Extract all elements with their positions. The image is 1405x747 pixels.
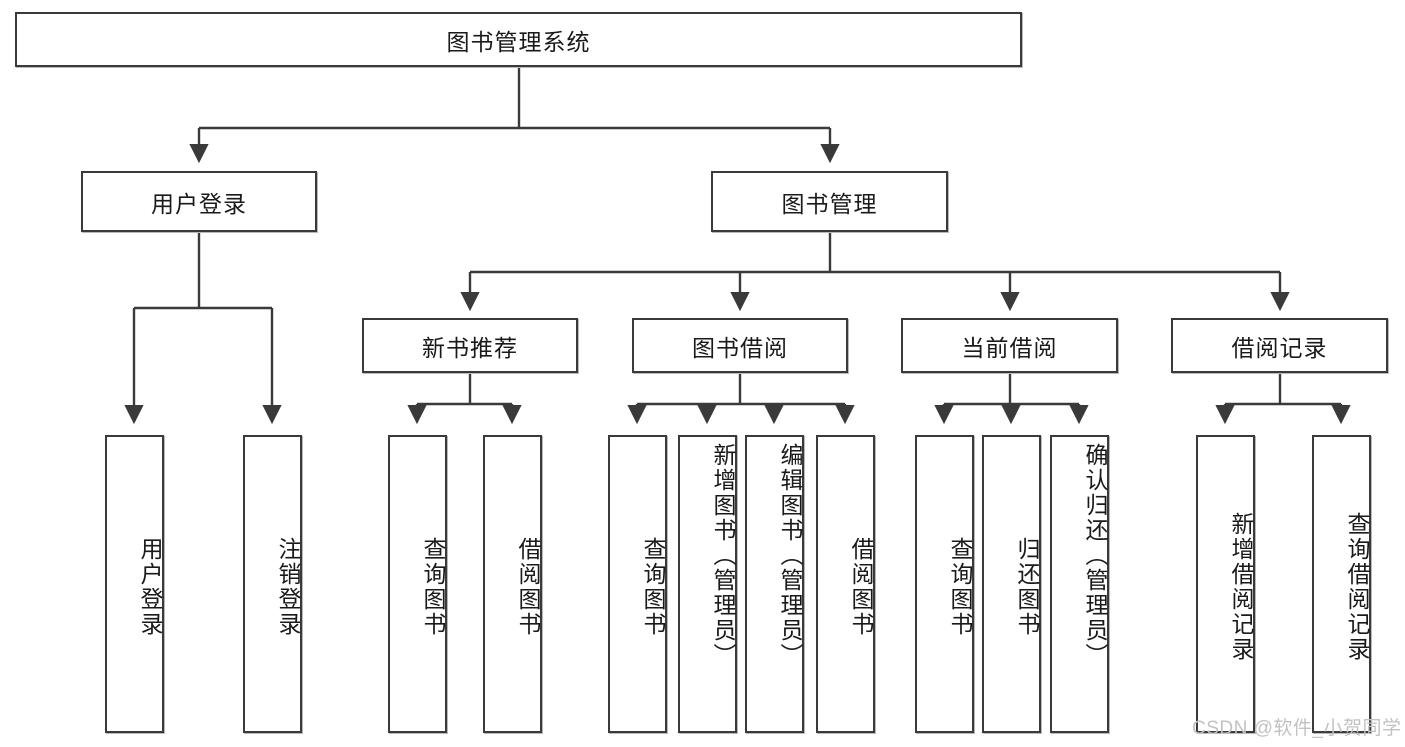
node-user-login-label: 用户登录 bbox=[151, 190, 247, 217]
node-leaf-borrow-book-1-label: 借阅图书 bbox=[515, 537, 541, 637]
node-new-book-recommend-label: 新书推荐 bbox=[422, 334, 518, 361]
node-leaf-query-record[interactable]: 查询借阅记录 bbox=[1312, 435, 1371, 733]
node-leaf-borrow-book-2-label: 借阅图书 bbox=[848, 537, 874, 637]
node-leaf-add-record[interactable]: 新增借阅记录 bbox=[1196, 435, 1255, 733]
node-leaf-query-book-1[interactable]: 查询图书 bbox=[388, 435, 447, 733]
node-book-borrow-label: 图书借阅 bbox=[692, 334, 788, 361]
node-leaf-query-book-2[interactable]: 查询图书 bbox=[608, 435, 667, 733]
node-leaf-add-book[interactable]: 新增图书（管理员） bbox=[678, 435, 737, 733]
node-new-book-recommend[interactable]: 新书推荐 bbox=[362, 318, 578, 373]
node-root-label: 图书管理系统 bbox=[446, 28, 591, 55]
node-leaf-return-book[interactable]: 归还图书 bbox=[982, 435, 1041, 733]
node-leaf-edit-book-label: 编辑图书（管理员） bbox=[777, 443, 803, 668]
node-leaf-user-login-label: 用户登录 bbox=[137, 537, 163, 637]
node-current-borrow[interactable]: 当前借阅 bbox=[901, 318, 1118, 373]
node-leaf-logout-login[interactable]: 注销登录 bbox=[243, 435, 302, 733]
node-leaf-query-book-1-label: 查询图书 bbox=[420, 537, 446, 637]
node-book-management[interactable]: 图书管理 bbox=[711, 171, 948, 232]
node-leaf-add-record-label: 新增借阅记录 bbox=[1228, 512, 1254, 662]
node-leaf-confirm-return[interactable]: 确认归还（管理员） bbox=[1050, 435, 1109, 733]
node-leaf-edit-book[interactable]: 编辑图书（管理员） bbox=[745, 435, 804, 733]
node-leaf-logout-login-label: 注销登录 bbox=[275, 537, 301, 637]
node-leaf-confirm-return-label: 确认归还（管理员） bbox=[1082, 443, 1108, 668]
node-leaf-query-book-3[interactable]: 查询图书 bbox=[915, 435, 974, 733]
node-leaf-query-record-label: 查询借阅记录 bbox=[1344, 512, 1370, 662]
node-leaf-user-login[interactable]: 用户登录 bbox=[105, 435, 164, 733]
node-book-management-label: 图书管理 bbox=[781, 190, 878, 217]
node-leaf-query-book-2-label: 查询图书 bbox=[640, 537, 666, 637]
node-leaf-return-book-label: 归还图书 bbox=[1014, 537, 1040, 637]
node-root[interactable]: 图书管理系统 bbox=[15, 12, 1022, 67]
node-book-borrow[interactable]: 图书借阅 bbox=[632, 318, 848, 373]
node-user-login[interactable]: 用户登录 bbox=[81, 171, 317, 232]
node-current-borrow-label: 当前借阅 bbox=[961, 334, 1058, 361]
node-borrow-record-label: 借阅记录 bbox=[1231, 334, 1328, 361]
node-leaf-query-book-3-label: 查询图书 bbox=[947, 537, 973, 637]
watermark: CSDN @软件_小贺同学 bbox=[1192, 718, 1402, 739]
node-leaf-borrow-book-1[interactable]: 借阅图书 bbox=[483, 435, 542, 733]
node-borrow-record[interactable]: 借阅记录 bbox=[1171, 318, 1388, 373]
node-leaf-add-book-label: 新增图书（管理员） bbox=[710, 443, 736, 668]
node-leaf-borrow-book-2[interactable]: 借阅图书 bbox=[816, 435, 875, 733]
